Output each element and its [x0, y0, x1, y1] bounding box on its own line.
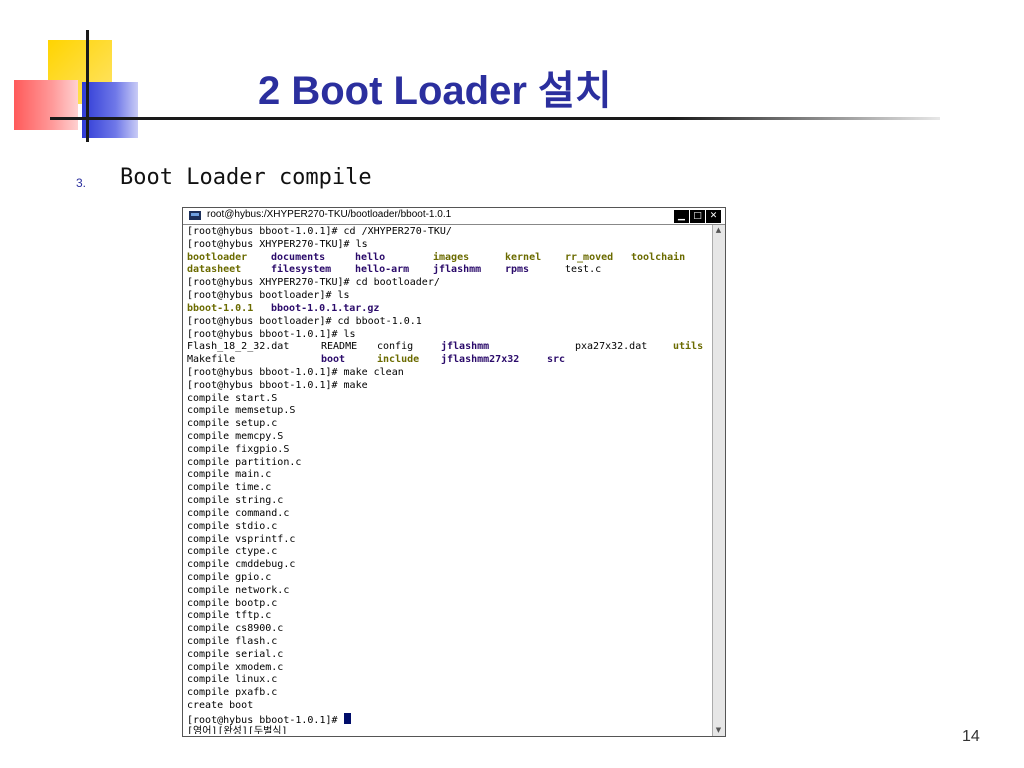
- decorative-blue-square: [82, 82, 138, 138]
- ls-entry: kernel: [505, 251, 542, 263]
- ls-entry: hello: [355, 251, 386, 263]
- ls-entry: config: [377, 341, 414, 353]
- ls-entry: bootloader: [187, 251, 248, 263]
- compile-line: compile bootp.c: [187, 597, 278, 609]
- terminal-line: [root@hybus bootloader]# ls: [187, 290, 350, 302]
- compile-line: compile fixgpio.S: [187, 443, 290, 455]
- page-number: 14: [962, 728, 980, 745]
- compile-line: compile ctype.c: [187, 546, 278, 558]
- ls-entry: hello-arm: [355, 264, 410, 276]
- ls-entry: Makefile: [187, 354, 236, 366]
- ls-entry: datasheet: [187, 264, 242, 276]
- compile-line: compile string.c: [187, 495, 284, 507]
- decorative-vertical-line: [86, 30, 89, 142]
- ls-output-row: bootloader documents hello images kernel rr_m…: [187, 252, 707, 265]
- terminal-line: create boot: [187, 700, 254, 712]
- terminal-icon: [189, 211, 201, 220]
- ls-entry: toolchain: [631, 251, 686, 263]
- close-icon[interactable]: ✕: [706, 210, 721, 223]
- compile-line: compile time.c: [187, 482, 272, 494]
- maximize-icon[interactable]: □: [690, 210, 705, 223]
- bullet-number: 3.: [76, 176, 87, 190]
- title-underline: [50, 117, 940, 120]
- compile-line: compile start.S: [187, 392, 278, 404]
- ls-entry: jflashmm: [433, 264, 482, 276]
- ls-output-row: bboot-1.0.1 bboot-1.0.1.tar.gz: [187, 303, 707, 316]
- ls-entry: jflashmm27x32: [441, 354, 520, 366]
- vertical-scrollbar[interactable]: ▲ ▼: [712, 225, 725, 736]
- compile-line: compile serial.c: [187, 648, 284, 660]
- ime-status-line: [영어][완성][두벌식]: [187, 725, 288, 734]
- ls-entry: README: [321, 341, 358, 353]
- bullet-text: Boot Loader compile: [120, 165, 372, 190]
- compile-line: compile network.c: [187, 584, 290, 596]
- ls-entry: test.c: [565, 264, 602, 276]
- terminal-output[interactable]: [root@hybus bboot-1.0.1]# cd /XHYPER270-…: [187, 226, 707, 734]
- compile-line: compile command.c: [187, 507, 290, 519]
- slide-title: 2 Boot Loader 설치: [258, 69, 612, 113]
- compile-line: compile memcpy.S: [187, 431, 284, 442]
- minimize-icon[interactable]: ▁: [674, 210, 689, 223]
- ls-entry: Flash_18_2_32.dat: [187, 341, 290, 353]
- ls-entry: src: [547, 354, 566, 366]
- ls-entry: rr_moved: [565, 251, 614, 263]
- compile-line: compile flash.c: [187, 636, 278, 647]
- compile-line: compile xmodem.c: [187, 661, 284, 673]
- terminal-window: root@hybus:/XHYPER270-TKU/bootloader/bbo…: [182, 207, 726, 737]
- compile-line: compile vsprintf.c: [187, 533, 296, 545]
- compile-line: compile setup.c: [187, 418, 278, 430]
- terminal-line: [root@hybus bootloader]# cd bboot-1.0.1: [187, 315, 422, 327]
- compile-line: compile tftp.c: [187, 610, 272, 622]
- ls-entry: include: [377, 354, 420, 366]
- terminal-prompt-line: [root@hybus bboot-1.0.1]#: [187, 712, 707, 726]
- compile-line: compile main.c: [187, 469, 272, 481]
- shell-prompt: [root@hybus bboot-1.0.1]#: [187, 714, 344, 726]
- ls-entry: pxa27x32.dat: [575, 341, 648, 353]
- ls-output-row: datasheet filesystem hello-arm jflashmm rpms…: [187, 264, 707, 277]
- compile-line: compile linux.c: [187, 674, 278, 686]
- terminal-line: [root@hybus bboot-1.0.1]# cd /XHYPER270-…: [187, 226, 452, 237]
- terminal-line: [root@hybus XHYPER270-TKU]# ls: [187, 238, 368, 250]
- ls-output-row: Makefile boot include jflashmm27x32 src: [187, 354, 707, 367]
- ls-entry: documents: [271, 251, 326, 263]
- compile-line: compile stdio.c: [187, 520, 278, 532]
- window-title: root@hybus:/XHYPER270-TKU/bootloader/bbo…: [207, 209, 452, 220]
- compile-line: compile gpio.c: [187, 571, 272, 583]
- ls-entry: filesystem: [271, 264, 332, 276]
- terminal-line: [root@hybus bboot-1.0.1]# make: [187, 379, 368, 391]
- compile-line: compile partition.c: [187, 456, 302, 468]
- decorative-red-square: [14, 80, 78, 130]
- ls-entry: rpms: [505, 264, 530, 276]
- compile-line: compile pxafb.c: [187, 687, 278, 699]
- window-titlebar[interactable]: root@hybus:/XHYPER270-TKU/bootloader/bbo…: [183, 208, 725, 225]
- scroll-up-icon[interactable]: ▲: [715, 226, 722, 234]
- ls-output-row: Flash_18_2_32.dat README config jflashmm pxa…: [187, 341, 707, 354]
- ls-entry: bboot-1.0.1: [187, 302, 254, 314]
- ls-entry: bboot-1.0.1.tar.gz: [271, 302, 380, 314]
- window-controls: ▁ □ ✕: [674, 210, 721, 223]
- text-cursor: [343, 712, 351, 724]
- ls-entry: jflashmm: [441, 341, 490, 353]
- terminal-line: [root@hybus bboot-1.0.1]# make clean: [187, 366, 404, 378]
- ls-entry: utils: [673, 341, 704, 353]
- ls-entry: boot: [321, 354, 346, 366]
- compile-line: compile memsetup.S: [187, 405, 296, 417]
- terminal-line: [root@hybus XHYPER270-TKU]# cd bootloade…: [187, 277, 440, 289]
- scroll-down-icon[interactable]: ▼: [715, 726, 722, 734]
- ls-entry: images: [433, 251, 470, 263]
- compile-line: compile cs8900.c: [187, 623, 284, 635]
- terminal-line: [root@hybus bboot-1.0.1]# ls: [187, 328, 356, 340]
- compile-line: compile cmddebug.c: [187, 559, 296, 571]
